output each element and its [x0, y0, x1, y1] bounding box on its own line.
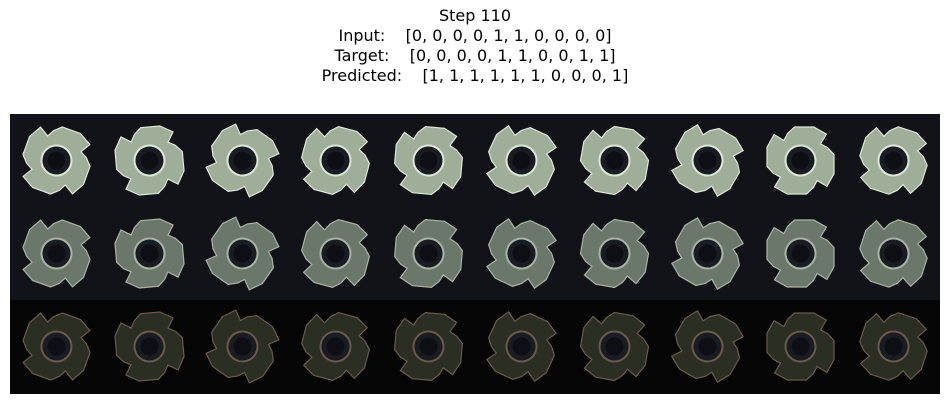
part-hole	[791, 244, 810, 263]
part-hole	[419, 151, 438, 170]
difference-row-thumbnail	[196, 300, 289, 393]
difference-row-thumbnail	[10, 300, 103, 393]
reconstruction-row-thumbnail	[289, 207, 382, 300]
input-row-thumbnail	[754, 114, 847, 207]
difference-row-thumbnail	[847, 300, 940, 393]
input-row-thumbnail	[196, 114, 289, 207]
input-row-thumbnail	[568, 114, 661, 207]
part-hole	[47, 151, 66, 170]
part-hole	[140, 151, 159, 170]
part-hole	[512, 244, 531, 263]
part-hole	[605, 244, 624, 263]
part-hole	[47, 244, 66, 263]
part-hole	[884, 337, 903, 356]
part-hole	[884, 151, 903, 170]
input-row	[10, 114, 940, 207]
part-hole	[512, 337, 531, 356]
reconstruction-row	[10, 207, 940, 300]
reconstruction-row-thumbnail	[661, 207, 754, 300]
image-grid	[10, 114, 940, 394]
part-hole	[419, 337, 438, 356]
predicted-label: Predicted:	[321, 66, 403, 85]
difference-row-thumbnail	[382, 300, 475, 393]
reconstruction-row-thumbnail	[568, 207, 661, 300]
part-hole	[140, 337, 159, 356]
input-row-thumbnail	[661, 114, 754, 207]
part-hole	[419, 244, 438, 263]
part-hole	[791, 337, 810, 356]
part-hole	[233, 244, 252, 263]
reconstruction-row-thumbnail	[847, 207, 940, 300]
predicted-value: [1, 1, 1, 1, 1, 1, 0, 0, 0, 1]	[422, 66, 629, 85]
reconstruction-row-thumbnail	[10, 207, 103, 300]
part-hole	[884, 244, 903, 263]
step-title: Step 110	[438, 6, 512, 25]
reconstruction-row-thumbnail	[196, 207, 289, 300]
input-row-thumbnail	[382, 114, 475, 207]
part-hole	[605, 151, 624, 170]
input-row-thumbnail	[289, 114, 382, 207]
input-row-thumbnail	[475, 114, 568, 207]
reconstruction-row-thumbnail	[103, 207, 196, 300]
part-hole	[698, 244, 717, 263]
part-hole	[698, 337, 717, 356]
target-line: Target: [0, 0, 0, 0, 1, 1, 0, 0, 1, 1]	[0, 46, 950, 66]
part-hole	[233, 151, 252, 170]
reconstruction-row-thumbnail	[382, 207, 475, 300]
reconstruction-row-thumbnail	[475, 207, 568, 300]
part-hole	[326, 337, 345, 356]
target-label: Target:	[334, 46, 390, 65]
part-hole	[233, 337, 252, 356]
part-hole	[512, 151, 531, 170]
reconstruction-row-thumbnail	[754, 207, 847, 300]
part-hole	[791, 151, 810, 170]
input-row-thumbnail	[847, 114, 940, 207]
difference-row	[10, 300, 940, 393]
difference-row-thumbnail	[103, 300, 196, 393]
part-hole	[326, 244, 345, 263]
part-hole	[326, 151, 345, 170]
difference-row-thumbnail	[754, 300, 847, 393]
input-value: [0, 0, 0, 0, 1, 1, 0, 0, 0, 0]	[405, 26, 612, 45]
input-row-thumbnail	[103, 114, 196, 207]
part-hole	[605, 337, 624, 356]
difference-row-thumbnail	[475, 300, 568, 393]
difference-row-thumbnail	[289, 300, 382, 393]
part-hole	[698, 151, 717, 170]
predicted-line: Predicted: [1, 1, 1, 1, 1, 1, 0, 0, 0, 1…	[0, 66, 950, 86]
difference-row-thumbnail	[661, 300, 754, 393]
figure-title: Step 110 Input: [0, 0, 0, 0, 1, 1, 0, 0,…	[0, 6, 950, 86]
input-line: Input: [0, 0, 0, 0, 1, 1, 0, 0, 0, 0]	[0, 26, 950, 46]
input-label: Input:	[338, 26, 386, 45]
target-value: [0, 0, 0, 0, 1, 1, 0, 0, 1, 1]	[409, 46, 616, 65]
part-hole	[47, 337, 66, 356]
input-row-thumbnail	[10, 114, 103, 207]
difference-row-thumbnail	[568, 300, 661, 393]
part-hole	[140, 244, 159, 263]
